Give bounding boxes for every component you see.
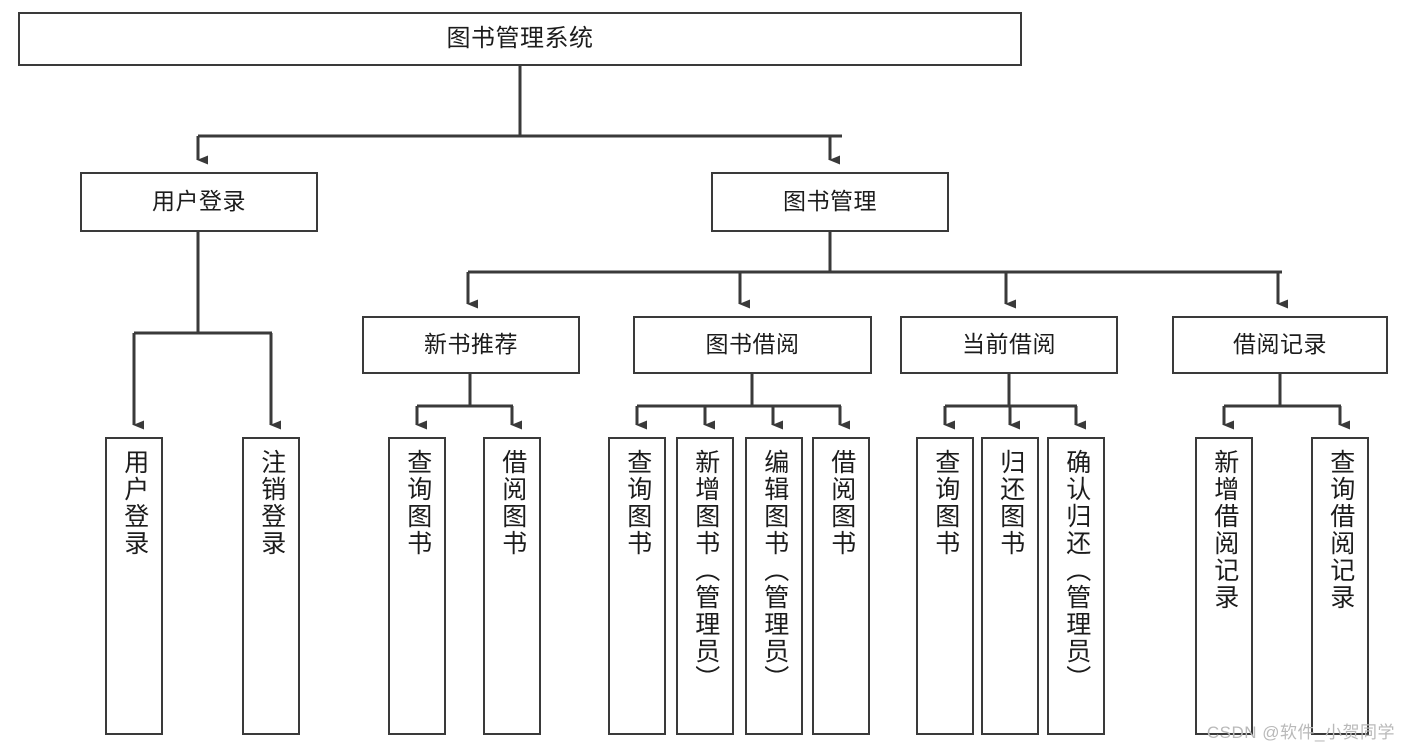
node-label: 归还图书 — [996, 449, 1025, 557]
leaf-new-book-borrow-books[interactable]: 借阅图书 — [483, 437, 541, 735]
node-book-management[interactable]: 图书管理 — [711, 172, 949, 232]
leaf-user-login-login[interactable]: 用户登录 — [105, 437, 163, 735]
leaf-user-login-logout[interactable]: 注销登录 — [242, 437, 300, 735]
node-label: 查询借阅记录 — [1326, 449, 1355, 611]
node-root-book-management-system[interactable]: 图书管理系统 — [18, 12, 1022, 66]
leaf-borrow-record-query-record[interactable]: 查询借阅记录 — [1311, 437, 1369, 735]
node-user-login[interactable]: 用户登录 — [80, 172, 318, 232]
node-label: 图书管理系统 — [446, 24, 594, 52]
node-label: 当前借阅 — [962, 331, 1056, 358]
node-label: 新增借阅记录 — [1210, 449, 1239, 611]
node-label: 用户登录 — [152, 188, 246, 215]
node-label: 图书借阅 — [705, 331, 800, 358]
node-label: 新增图书（管理员） — [691, 449, 720, 692]
node-label: 借阅图书 — [498, 449, 527, 557]
node-label: 用户登录 — [120, 449, 149, 557]
node-label: 图书管理 — [783, 188, 877, 215]
leaf-book-borrow-borrow-books[interactable]: 借阅图书 — [812, 437, 870, 735]
node-label: 查询图书 — [623, 449, 652, 557]
node-borrowing-record[interactable]: 借阅记录 — [1172, 316, 1388, 374]
node-label: 借阅记录 — [1233, 331, 1327, 358]
node-label: 新书推荐 — [424, 331, 518, 358]
node-label: 查询图书 — [403, 449, 432, 557]
node-label: 借阅图书 — [827, 449, 856, 557]
node-current-borrowing[interactable]: 当前借阅 — [900, 316, 1118, 374]
leaf-book-borrow-add-book-admin[interactable]: 新增图书（管理员） — [676, 437, 734, 735]
leaf-book-borrow-edit-book-admin[interactable]: 编辑图书（管理员） — [745, 437, 803, 735]
leaf-book-borrow-query-books[interactable]: 查询图书 — [608, 437, 666, 735]
node-book-borrowing[interactable]: 图书借阅 — [633, 316, 872, 374]
leaf-borrow-record-add-record[interactable]: 新增借阅记录 — [1195, 437, 1253, 735]
csdn-watermark: CSDN @软件_小贺同学 — [1206, 723, 1395, 742]
node-label: 确认归还（管理员） — [1062, 449, 1091, 692]
leaf-current-borrow-query-books[interactable]: 查询图书 — [916, 437, 974, 735]
leaf-current-borrow-return-books[interactable]: 归还图书 — [981, 437, 1039, 735]
node-new-book-recommendation[interactable]: 新书推荐 — [362, 316, 580, 374]
leaf-current-borrow-confirm-return-admin[interactable]: 确认归还（管理员） — [1047, 437, 1105, 735]
node-label: 注销登录 — [257, 449, 286, 557]
node-label: 编辑图书（管理员） — [760, 449, 789, 692]
leaf-new-book-query-books[interactable]: 查询图书 — [388, 437, 446, 735]
node-label: 查询图书 — [931, 449, 960, 557]
